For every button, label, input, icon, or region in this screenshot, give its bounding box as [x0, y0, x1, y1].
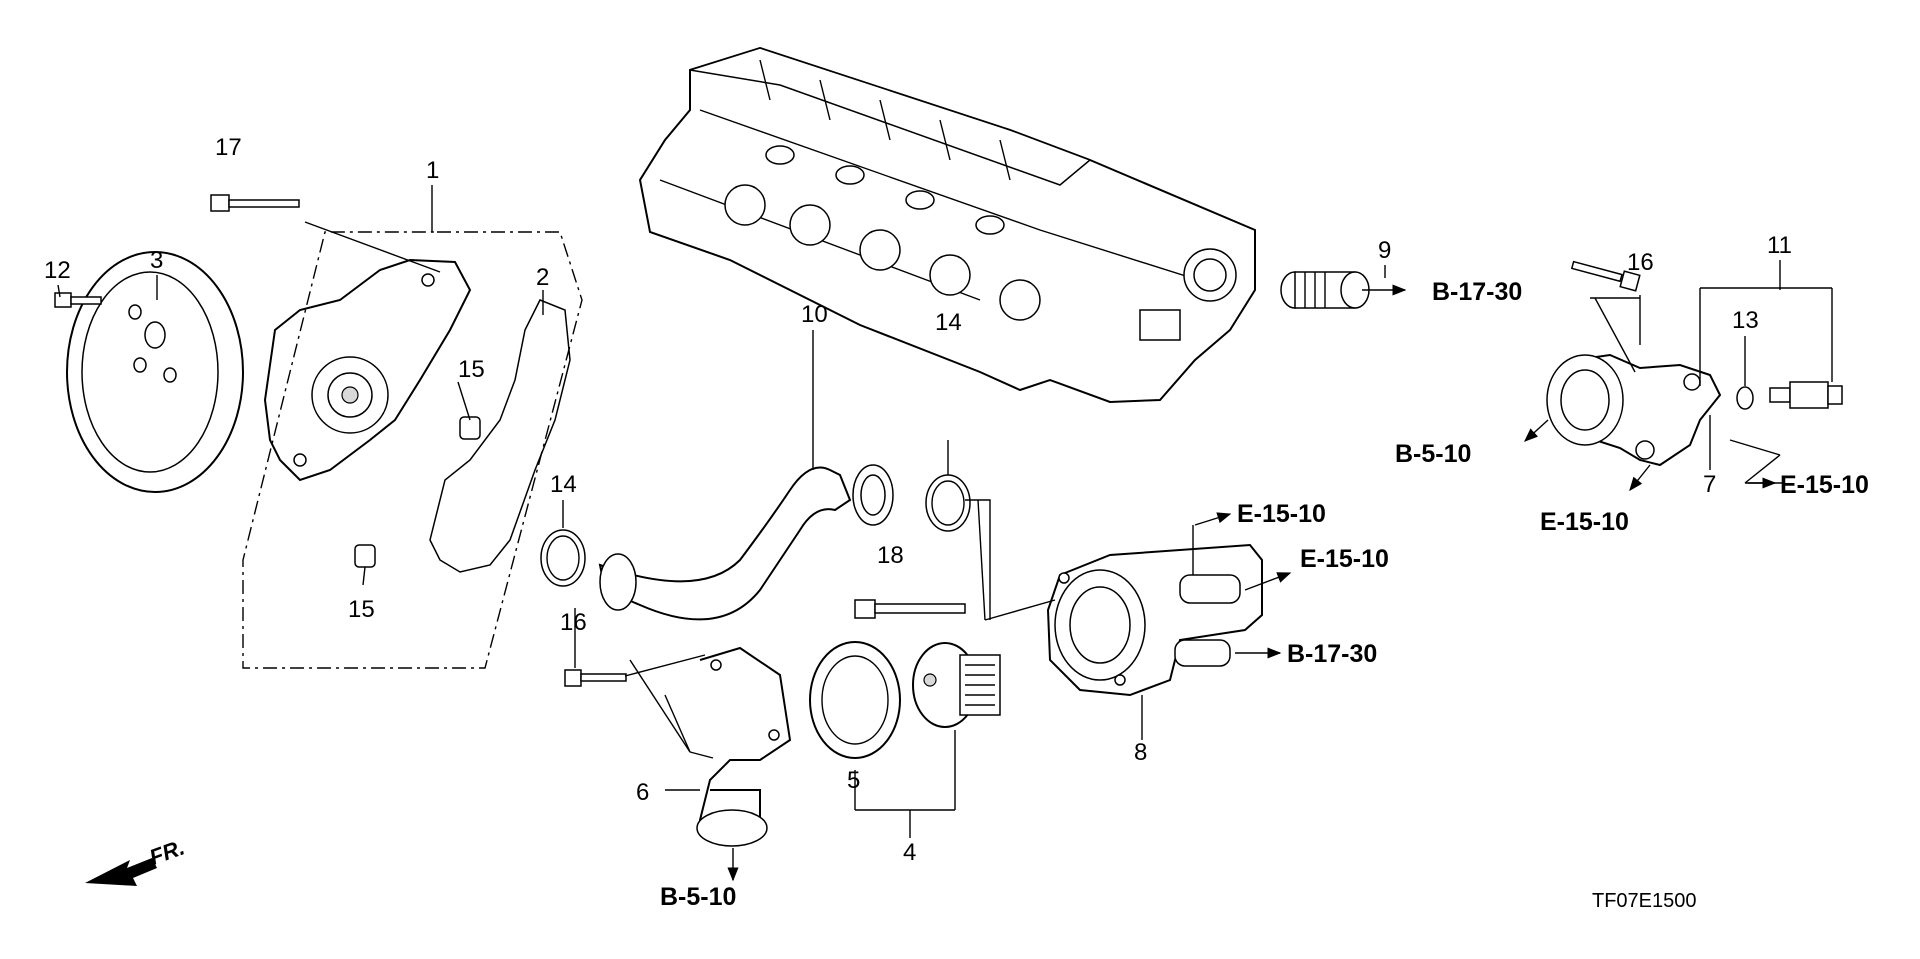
callout-11: 11 — [1767, 232, 1792, 259]
ref-b1730-top: B-17-30 — [1432, 278, 1522, 306]
water-pump-pulley — [66, 251, 244, 493]
housing-long-bolt — [854, 599, 966, 619]
o-ring-left-inner — [546, 535, 580, 581]
thermostat-housing — [1046, 543, 1263, 697]
callout-18: 18 — [877, 542, 904, 569]
callout-14b: 14 — [935, 309, 962, 336]
cylinder-head — [638, 46, 1256, 404]
pulley-bolt — [54, 292, 102, 308]
outlet-right-bolt — [1570, 260, 1641, 292]
pump-long-bolt — [210, 194, 300, 212]
dowel-pin-lower — [354, 544, 376, 568]
callout-10: 10 — [801, 301, 828, 328]
callout-numbers: 1 2 3 4 5 6 7 8 9 10 11 12 13 14 14 15 1… — [44, 134, 1792, 866]
reference-arrows — [727, 284, 1777, 882]
water-outlet-right — [1546, 353, 1722, 467]
temperature-sensor — [1769, 381, 1843, 409]
callout-15a: 15 — [458, 356, 485, 383]
ref-b1730-mid: B-17-30 — [1287, 640, 1377, 668]
callout-14a: 14 — [550, 471, 577, 498]
ref-b510-bottom: B-5-10 — [660, 883, 736, 911]
water-pump — [263, 258, 472, 482]
callout-4: 4 — [903, 839, 916, 866]
front-label: FR. — [146, 834, 188, 870]
callout-6: 6 — [636, 779, 649, 806]
reference-codes: B-17-30 B-5-10 E-15-10 E-15-10 E-15-10 E… — [660, 278, 1869, 911]
leader-lines — [57, 185, 1833, 838]
thermostat — [912, 642, 1001, 728]
callout-9: 9 — [1378, 237, 1391, 264]
diagram-code: TF07E1500 — [1592, 890, 1697, 912]
callout-16a: 16 — [560, 609, 587, 636]
o-ring-right-inner — [931, 480, 965, 526]
callout-17: 17 — [215, 134, 242, 161]
callout-12: 12 — [44, 257, 71, 284]
thermostat-seal-inner — [821, 655, 889, 745]
sensor-o-ring — [1736, 386, 1754, 410]
callout-15b: 15 — [348, 596, 375, 623]
assembly-outline-1 — [242, 231, 583, 669]
dowel-pin-upper — [459, 416, 481, 440]
callout-2: 2 — [536, 264, 549, 291]
ref-e1510-mid-b: E-15-10 — [1300, 545, 1389, 573]
water-pump-gasket — [429, 299, 571, 573]
connector-pipe — [1280, 271, 1370, 309]
ref-e1510-mid-a: E-15-10 — [1237, 500, 1326, 528]
callout-1: 1 — [426, 157, 439, 184]
callout-8: 8 — [1134, 739, 1147, 766]
callout-16b: 16 — [1627, 249, 1654, 276]
callout-7: 7 — [1703, 471, 1716, 498]
water-outlet — [696, 646, 792, 847]
callout-13: 13 — [1732, 307, 1759, 334]
front-direction-arrow: FR. — [85, 834, 188, 886]
ref-e1510-right-a: E-15-10 — [1540, 508, 1629, 536]
thermostat-seal — [809, 641, 901, 759]
o-ring-left — [540, 529, 586, 587]
ref-b510-right: B-5-10 — [1395, 440, 1471, 468]
ref-e1510-right-b: E-15-10 — [1780, 471, 1869, 499]
callout-5: 5 — [847, 767, 860, 794]
outlet-bolt — [564, 669, 627, 687]
water-passage-pipe — [598, 464, 894, 621]
callout-3: 3 — [150, 247, 163, 274]
